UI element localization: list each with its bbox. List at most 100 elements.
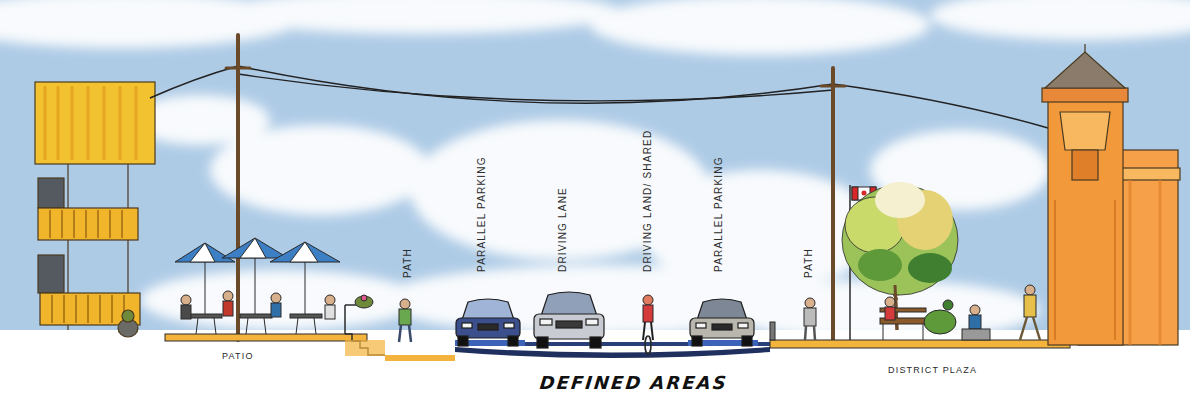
patio-part [223,301,233,316]
parked-car-part [456,318,520,338]
moving-car-part [556,321,582,328]
left-building-part [38,178,64,208]
district-plaza-part [770,340,1070,348]
right-building-part [1055,200,1115,340]
zone-label: PATH [402,248,414,278]
patio-part [305,262,306,318]
right-building-part [1060,112,1110,150]
utility-wires-part [833,84,1048,128]
pedestrian-part [399,325,411,342]
plaza-furniture-part [883,324,923,340]
patio-part [190,243,215,262]
patio-part [240,238,266,258]
right-building-part [1045,52,1125,88]
moving-car-part [537,337,548,348]
patio-part [345,334,385,355]
moving-car-part [540,319,552,325]
parked-car-part [462,323,472,328]
right-building-part [1084,44,1085,52]
patio-part [325,305,335,319]
plaza-furniture-part [1020,317,1040,340]
parked-car-part [712,324,732,330]
tree-part [858,249,902,281]
moving-car-part [590,337,601,348]
parked-car-part [690,318,754,338]
sky-part-part [140,270,420,330]
plaza-furniture-part [969,315,981,329]
patio-part [222,238,288,258]
tree-part [875,182,925,218]
district-plaza-part [805,326,815,340]
district-plaza-part [770,322,775,340]
road-part [385,355,455,361]
parked-car-part [697,299,747,320]
left-building-part [52,295,124,323]
patio-part [181,305,191,319]
plaza-furniture-part [885,297,895,307]
right-building [1042,44,1180,345]
patio-part [181,295,191,305]
sky-part-part [930,0,1190,40]
parked-car-part [508,336,518,346]
parked-car-part [692,336,702,346]
patio-part [325,295,335,305]
parked-car-part [462,299,514,320]
left-building-part [35,82,155,164]
patio-part [196,318,316,334]
tree [842,182,958,330]
utility-wires-part [238,74,833,101]
moving-car [534,292,604,348]
utility-wires [150,66,1048,128]
plaza-furniture-part [970,305,980,315]
cyclist [643,295,653,354]
right-building-part [1072,150,1098,180]
patio-part [223,291,233,301]
utility-pole [226,35,845,345]
pedestrian-part [399,309,411,325]
right-building-part [1042,88,1128,102]
left-building-part [122,310,134,322]
parked-car [690,299,754,346]
pedestrian-part [400,299,410,309]
left-building-part [38,255,64,293]
patio-part [270,242,340,262]
zone-label: PARALLEL PARKING [713,156,725,272]
utility-pole-part [831,68,835,345]
utility-pole-part [226,67,250,70]
plaza-furniture-part [1025,285,1035,295]
moving-car-part [534,314,604,339]
district-plaza-part [804,308,816,326]
zone-label: DRIVING LANE [557,187,569,272]
sky-part-part [590,0,930,55]
patio-part [361,295,367,301]
patio-part [355,296,373,308]
utility-wires-part [150,66,238,98]
parked-car-part [742,336,752,346]
tree-part [908,253,952,283]
plaza-furniture-part [943,300,953,310]
area-label: DISTRICT PLAZA [888,364,977,376]
patio-part [290,242,318,262]
sky-part [0,330,1190,399]
plaza-furniture-part [885,307,895,320]
moving-car-part [586,319,598,325]
utility-pole-part [236,35,240,340]
cyclist-part [645,336,651,354]
left-building-part [40,293,140,325]
patio-part [240,314,272,318]
zone-label: PATH [803,248,815,278]
cyclist-part [643,305,653,322]
patio-part [271,293,281,303]
patio-part [290,314,322,318]
zone-label: DRIVING LAND/ SHARED [642,130,654,272]
left-building-part [50,210,122,238]
road [385,340,775,361]
patio-part [190,314,222,318]
cyclist-part [643,295,653,305]
sky-part-part [220,0,620,34]
patio-part [344,305,346,334]
utility-pole-part [821,85,845,88]
parked-car-part [738,323,748,328]
